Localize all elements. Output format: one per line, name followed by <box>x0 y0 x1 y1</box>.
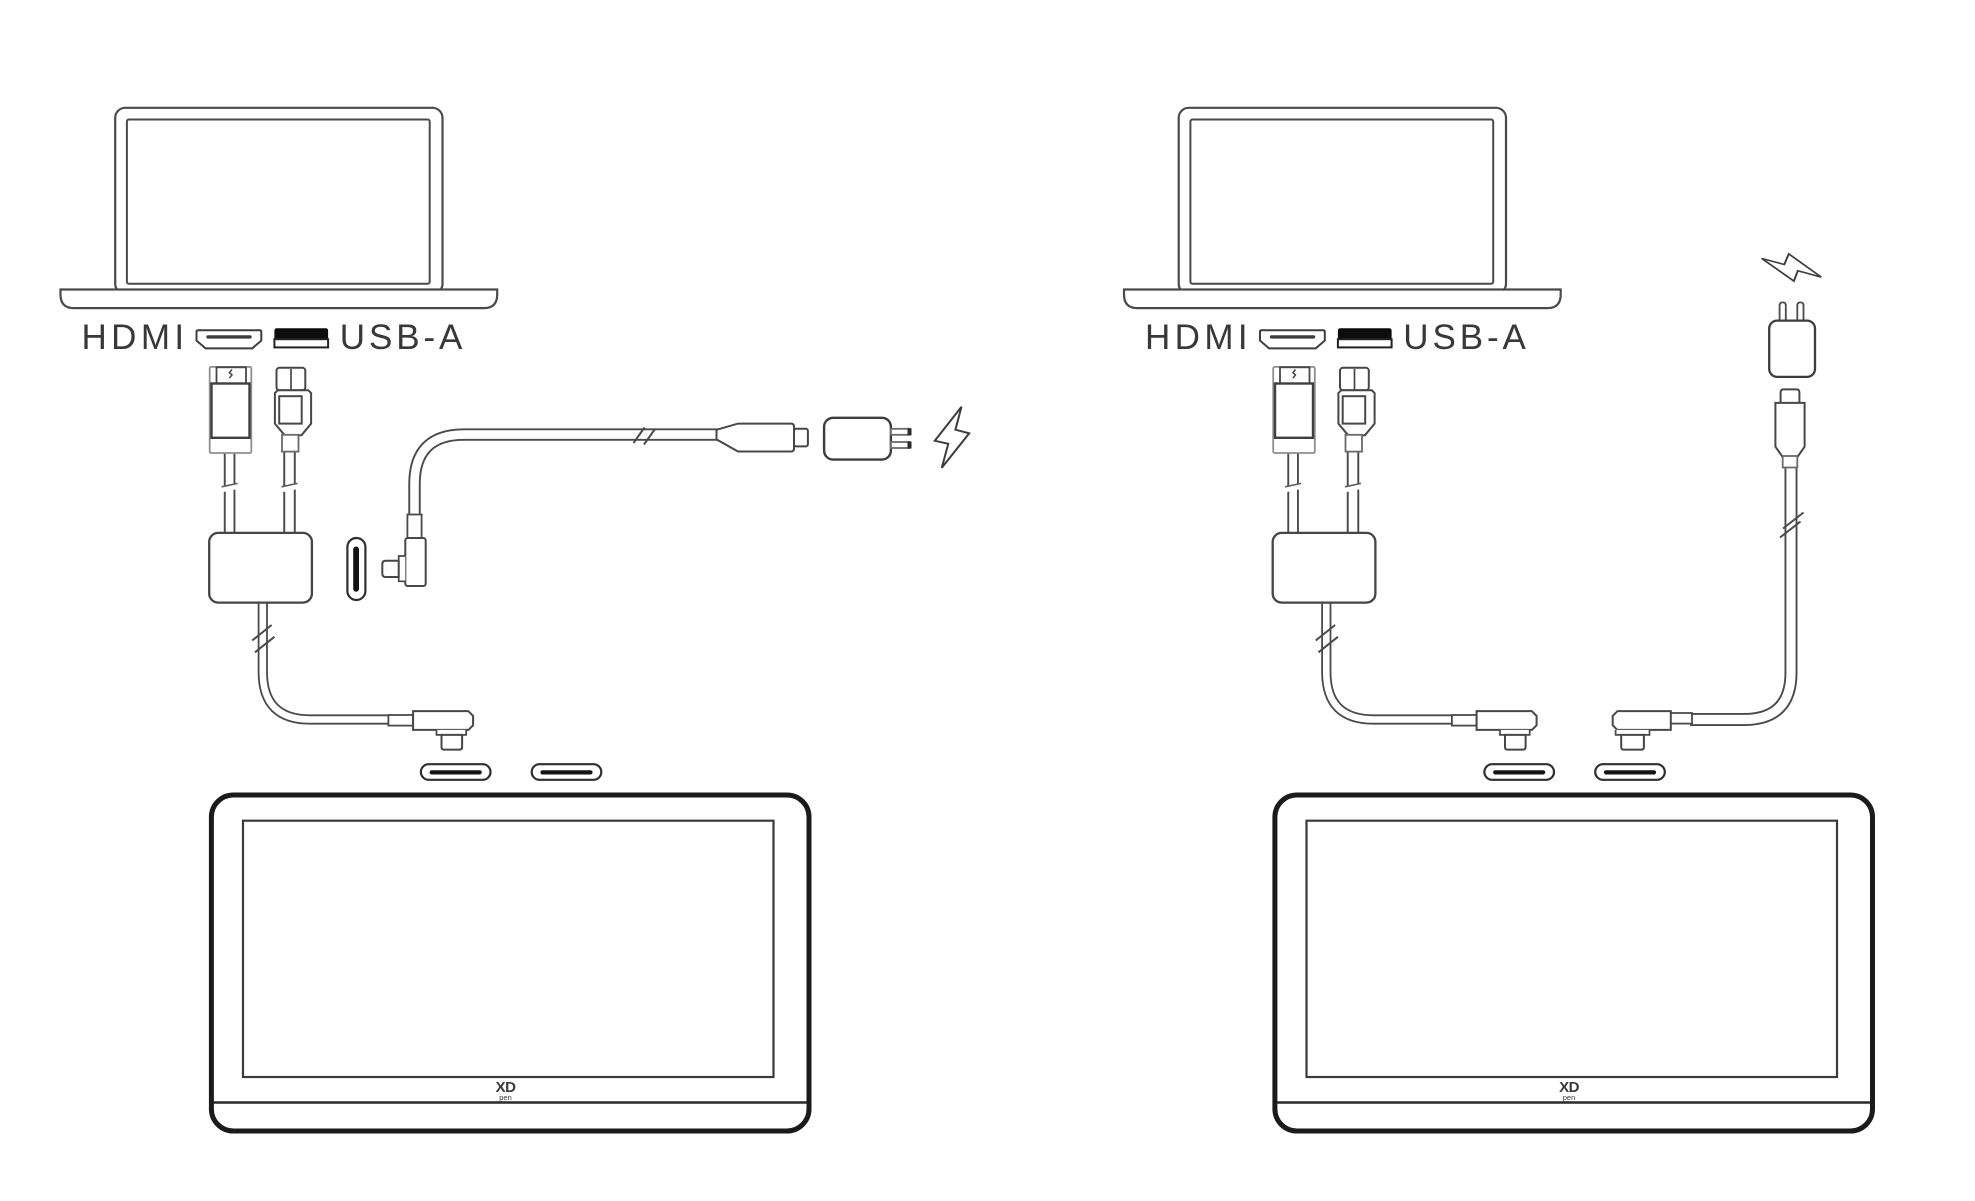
svg-text:HDMI: HDMI <box>1145 318 1252 357</box>
svg-text:pen: pen <box>499 1093 512 1102</box>
svg-text:USB-A: USB-A <box>1403 318 1529 357</box>
svg-text:XD: XD <box>496 1079 517 1096</box>
svg-text:USB-A: USB-A <box>340 318 466 357</box>
svg-text:HDMI: HDMI <box>82 318 189 357</box>
svg-text:XD: XD <box>1559 1079 1580 1096</box>
svg-text:pen: pen <box>1563 1093 1576 1102</box>
